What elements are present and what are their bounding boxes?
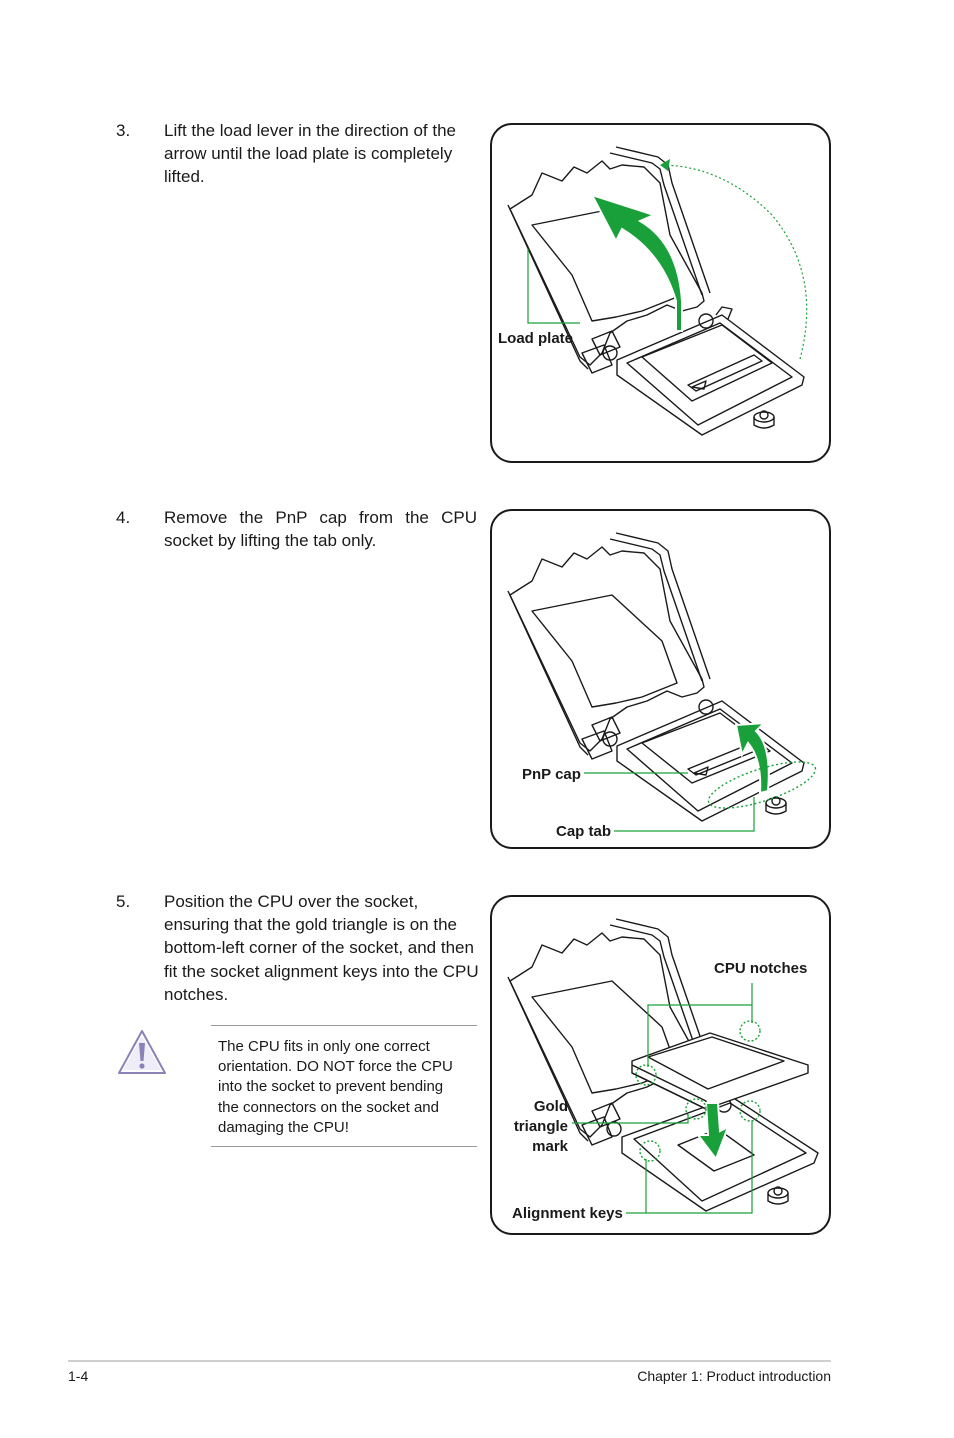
label-cap-tab: Cap tab xyxy=(556,823,611,840)
step-line: arrow until the load plate is completely xyxy=(164,144,453,164)
step-line: fit the socket alignment keys into the C… xyxy=(164,961,479,981)
figure-lift-load-lever: Load plate xyxy=(490,123,831,463)
step-number: 4. xyxy=(116,508,131,527)
figure-position-cpu: CPU notches Gold triangle mark Alignment… xyxy=(490,895,831,1235)
warning-line: The CPU fits in only one correct xyxy=(218,1038,430,1055)
step-number: 3. xyxy=(116,121,131,140)
step-line: bottom-left corner of the socket, and th… xyxy=(164,938,474,958)
note-bottom-rule xyxy=(211,1146,477,1147)
step-line: ensuring that the gold triangle is on th… xyxy=(164,915,457,935)
figure-remove-pnp-cap: PnP cap Cap tab xyxy=(490,509,831,849)
warning-line: into the socket to prevent bending xyxy=(218,1078,444,1096)
step-text: Lift the load lever in the direction of … xyxy=(164,119,464,189)
step-text: Remove the PnP cap from the CPU socket b… xyxy=(164,506,477,552)
socket-illustration-3: CPU notches Gold triangle mark Alignment… xyxy=(507,918,819,1222)
label-load-plate: Load plate xyxy=(498,330,573,347)
step-text: Position the CPU over the socket, ensuri… xyxy=(164,890,488,1006)
socket-illustration-2: PnP cap Cap tab xyxy=(507,532,817,840)
chapter-title: Chapter 1: Product introduction xyxy=(637,1368,831,1384)
step-line: Remove the PnP cap from the CPU xyxy=(164,508,477,527)
page-number: 1-4 xyxy=(68,1368,89,1384)
warning-text: The CPU fits in only one correct orienta… xyxy=(218,1037,470,1138)
label-gold-triangle-line1: Gold xyxy=(534,1098,568,1115)
label-pnp-cap: PnP cap xyxy=(522,766,581,783)
warning-triangle-icon xyxy=(118,1030,166,1074)
warning-line: damaging the CPU! xyxy=(218,1118,349,1136)
step-number: 5. xyxy=(116,892,131,911)
label-alignment-keys: Alignment keys xyxy=(512,1205,623,1222)
step-line: Position the CPU over the socket, xyxy=(164,892,419,911)
step-3: 3. Lift the load lever in the direction … xyxy=(116,119,466,191)
step-line: lifted. xyxy=(164,167,205,187)
note-top-rule xyxy=(211,1025,477,1026)
label-gold-triangle-line2: triangle xyxy=(514,1118,568,1135)
step-line: notches. xyxy=(164,984,229,1004)
step-line: Lift the load lever in the direction of … xyxy=(164,121,457,140)
footer-rule xyxy=(68,1360,831,1362)
step-5: 5. Position the CPU over the socket, ens… xyxy=(116,890,488,1010)
step-line: socket by lifting the tab only. xyxy=(164,531,377,551)
socket-illustration-1: Load plate xyxy=(498,146,808,436)
warning-line: orientation. DO NOT force the CPU xyxy=(218,1058,453,1076)
step-4: 4. Remove the PnP cap from the CPU socke… xyxy=(116,506,478,556)
label-gold-triangle-line3: mark xyxy=(532,1138,569,1155)
warning-line: the connectors on the socket and xyxy=(218,1098,439,1116)
label-cpu-notches: CPU notches xyxy=(714,960,807,977)
